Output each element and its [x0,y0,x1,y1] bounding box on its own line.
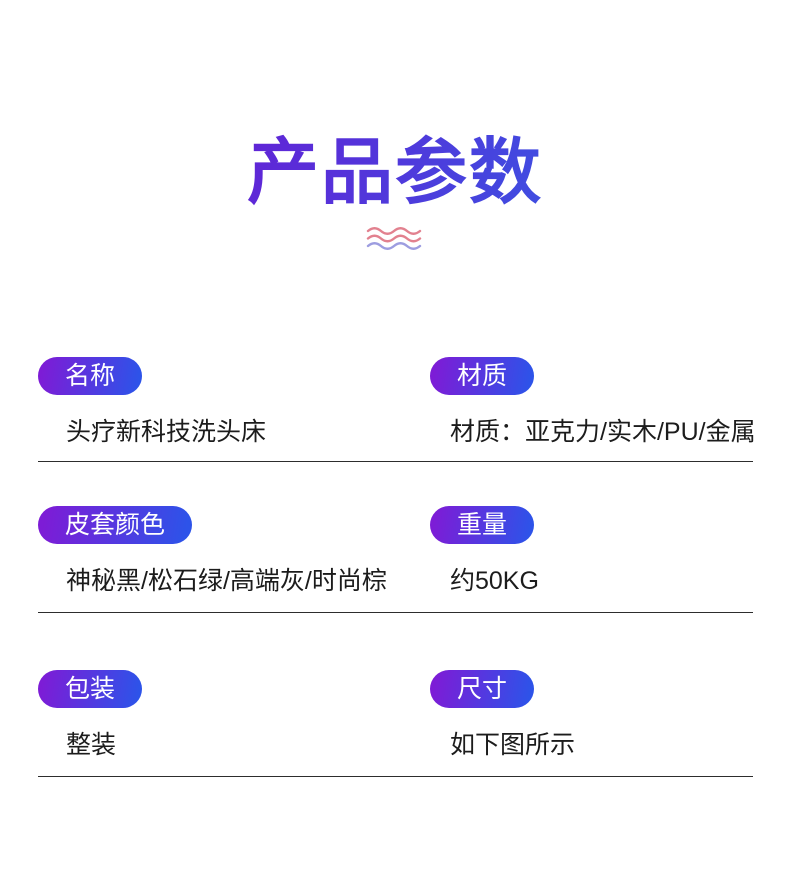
divider [38,461,753,462]
spec-value-packaging: 整装 [66,731,117,759]
spec-label-size: 尺寸 [430,670,535,708]
spec-label-material: 材质 [430,357,535,395]
spec-value-material: 材质：亚克力/实木/PU/金属 [450,418,756,446]
divider [38,612,753,613]
spec-value-size: 如下图所示 [450,731,576,759]
spec-label-packaging: 包装 [38,670,143,708]
wave-decoration-icon [365,226,425,254]
spec-value-weight: 约50KG [450,567,539,595]
divider [38,776,753,777]
spec-value-cover-color: 神秘黑/松石绿/高端灰/时尚棕 [66,567,387,595]
spec-label-cover-color: 皮套颜色 [38,506,193,544]
spec-label-name: 名称 [38,357,143,395]
spec-label-weight: 重量 [430,506,535,544]
page-title: 产品参数 [0,131,790,215]
spec-value-name: 头疗新科技洗头床 [66,418,267,446]
